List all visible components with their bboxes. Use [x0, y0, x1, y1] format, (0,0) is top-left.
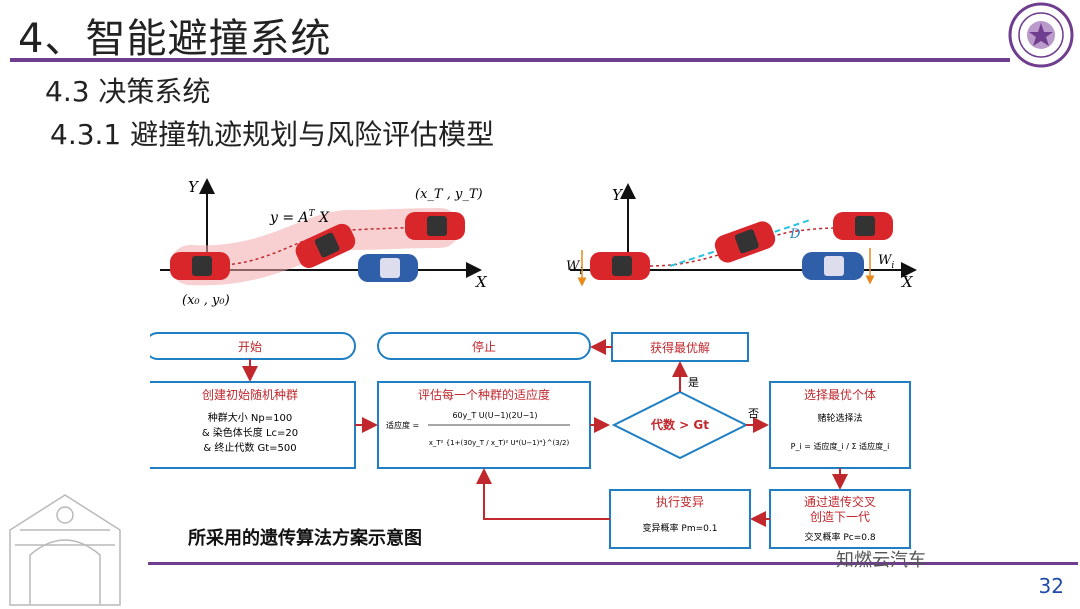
- stop-label: 停止: [472, 339, 496, 354]
- init-title: 创建初始随机种群: [202, 387, 298, 402]
- page-number: 32: [1038, 574, 1064, 598]
- select-formula: P_i = 适应度_i / Σ 适应度_i: [791, 441, 890, 451]
- end-point-label: (x_T , y_T): [415, 187, 483, 202]
- start-label: 开始: [238, 340, 262, 354]
- decision-label: 代数 > Gt: [650, 417, 709, 432]
- red-car-end-icon: [405, 212, 465, 240]
- y-axis-label: Y: [612, 186, 624, 204]
- footer-divider: [148, 562, 1078, 565]
- init-line-1: 种群大小 Np=100: [208, 411, 292, 424]
- wechat-watermark: 知燃云汽车: [836, 550, 926, 571]
- crossover-node: [769, 489, 911, 549]
- select-title: 选择最优个体: [804, 388, 876, 402]
- right-risk-plot: Y X Wi Wi D: [566, 183, 917, 291]
- red-car-start-icon: [170, 252, 230, 280]
- best-solution-node: [611, 332, 749, 362]
- subsection-heading: 4.3.1 避撞轨迹规划与风险评估模型: [50, 118, 495, 151]
- fitness-denominator: x_T² {1+(30y_T / x_T)² U⁴(U−1)⁴}^(3/2): [429, 439, 570, 447]
- blue-car-icon: [802, 252, 864, 280]
- select-sub: 赌轮选择法: [817, 412, 862, 424]
- campus-building-watermark: [9, 494, 121, 606]
- university-seal-logo: [1008, 2, 1074, 68]
- init-line-2: & 染色体长度 Lc=20: [202, 426, 298, 439]
- x-axis-label: X: [901, 273, 914, 291]
- init-line-3: & 终止代数 Gt=500: [203, 441, 296, 454]
- trajectory-equation: y = A: [269, 210, 309, 226]
- mutation-sub: 变异概率 Pm=0.1: [643, 522, 718, 534]
- distance-label: D: [789, 227, 801, 242]
- crossover-title-2: 创造下一代: [810, 510, 870, 524]
- x-axis-label: X: [475, 273, 488, 291]
- fitness-title: 评估每一个种群的适应度: [418, 387, 550, 402]
- flowchart: 开始 停止 获得最优解 创建初始随机种群 种群大小 Np=100 & 染色体长度…: [150, 332, 911, 549]
- start-point-label: (x₀ , y₀): [182, 293, 230, 308]
- crossover-title-1: 通过遗传交叉: [804, 494, 876, 509]
- yes-label: 是: [688, 376, 699, 389]
- left-trajectory-plot: Y X y = AT X (x₀ , y₀) (x_T , y_T): [160, 178, 488, 308]
- fitness-numerator: 60y_T U(U−1)(2U−1): [452, 411, 537, 420]
- title-divider: [10, 58, 1010, 62]
- section-heading: 4.3 决策系统: [45, 75, 211, 108]
- red-car-mid-icon: [295, 223, 356, 268]
- mutation-title: 执行变异: [656, 494, 704, 509]
- svg-text:Wi: Wi: [566, 259, 582, 277]
- svg-text:y = AT X: y = AT X: [269, 209, 330, 226]
- decision-node: [611, 390, 749, 460]
- select-best-node: [769, 381, 911, 469]
- red-car-end-icon: [833, 212, 893, 240]
- width-label-right: W: [878, 253, 893, 268]
- best-solution-label: 获得最优解: [650, 340, 710, 355]
- figure-caption: 所采用的遗传算法方案示意图: [188, 528, 422, 549]
- svg-text:Wi: Wi: [878, 253, 894, 271]
- red-car-mid-icon: [714, 221, 776, 263]
- blue-car-icon: [358, 254, 418, 282]
- no-label: 否: [748, 407, 759, 420]
- width-label-left: W: [566, 259, 581, 274]
- figure: Y X y = AT X (x₀ , y₀) (x_T , y_T) Y X W…: [150, 178, 917, 549]
- red-car-start-icon: [590, 252, 650, 280]
- fitness-lhs: 适应度 =: [386, 420, 419, 430]
- crossover-sub: 交叉概率 Pc=0.8: [804, 531, 875, 543]
- y-axis-label: Y: [188, 178, 200, 196]
- page-title: 4、智能避撞系统: [18, 16, 332, 62]
